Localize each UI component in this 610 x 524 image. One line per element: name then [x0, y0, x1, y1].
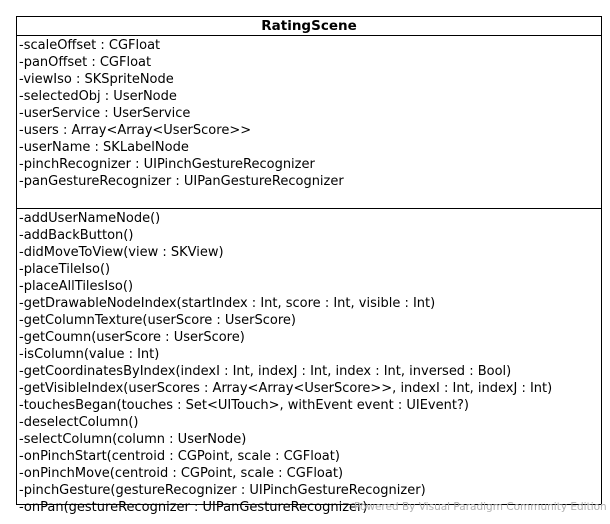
operation-item: -addUserNameNode() — [19, 211, 161, 226]
attribute-item: -userService : UserService — [19, 106, 191, 121]
operation-item: -onPinchMove(centroid : CGPoint, scale :… — [19, 466, 344, 481]
attributes-compartment: -scaleOffset : CGFloat -panOffset : CGFl… — [17, 36, 601, 209]
operation-item: -getColumnTexture(userScore : UserScore) — [19, 313, 297, 328]
operation-item: -placeTileIso() — [19, 262, 111, 277]
attribute-item: -users : Array<Array<UserScore>> — [19, 123, 252, 138]
operation-item: -getCoordinatesByIndex(indexI : Int, ind… — [19, 364, 512, 379]
attribute-item: -selectedObj : UserNode — [19, 89, 177, 104]
attribute-item: -userName : SKLabelNode — [19, 140, 189, 155]
attribute-item: -panGestureRecognizer : UIPanGestureReco… — [19, 174, 344, 189]
operation-item: -didMoveToView(view : SKView) — [19, 245, 224, 260]
operation-item: -touchesBegan(touches : Set<UITouch>, wi… — [19, 398, 469, 413]
operation-item: -isColumn(value : Int) — [19, 347, 160, 362]
operation-item: -onPan(gestureRecognizer : UIPanGestureR… — [19, 500, 368, 515]
attribute-item: -scaleOffset : CGFloat — [19, 38, 161, 53]
operation-item: -addBackButton() — [19, 228, 134, 243]
operation-item: -onPinchStart(centroid : CGPoint, scale … — [19, 449, 340, 464]
uml-class-box: RatingScene -scaleOffset : CGFloat -panO… — [16, 16, 602, 515]
operations-compartment: -addUserNameNode() -addBackButton() -did… — [17, 209, 601, 516]
operation-item: -getCoumn(userScore : UserScore) — [19, 330, 245, 345]
operation-item: -pinchGesture(gestureRecognizer : UIPinc… — [19, 483, 426, 498]
operation-item: -getDrawableNodeIndex(startIndex : Int, … — [19, 296, 436, 311]
attribute-item: -panOffset : CGFloat — [19, 55, 152, 70]
operation-item: -placeAllTilesIso() — [19, 279, 134, 294]
operation-item: -selectColumn(column : UserNode) — [19, 432, 247, 447]
watermark-text: Powered By Visual Paradigm Community Edi… — [354, 501, 607, 513]
operation-item: -getVisibleIndex(userScores : Array<Arra… — [19, 381, 553, 396]
attribute-item: -viewIso : SKSpriteNode — [19, 72, 174, 87]
class-name: RatingScene — [17, 17, 601, 36]
watermark: Powered By Visual Paradigm Community Edi… — [354, 499, 610, 515]
attribute-item: -pinchRecognizer : UIPinchGestureRecogni… — [19, 157, 315, 172]
operation-item: -deselectColumn() — [19, 415, 139, 430]
